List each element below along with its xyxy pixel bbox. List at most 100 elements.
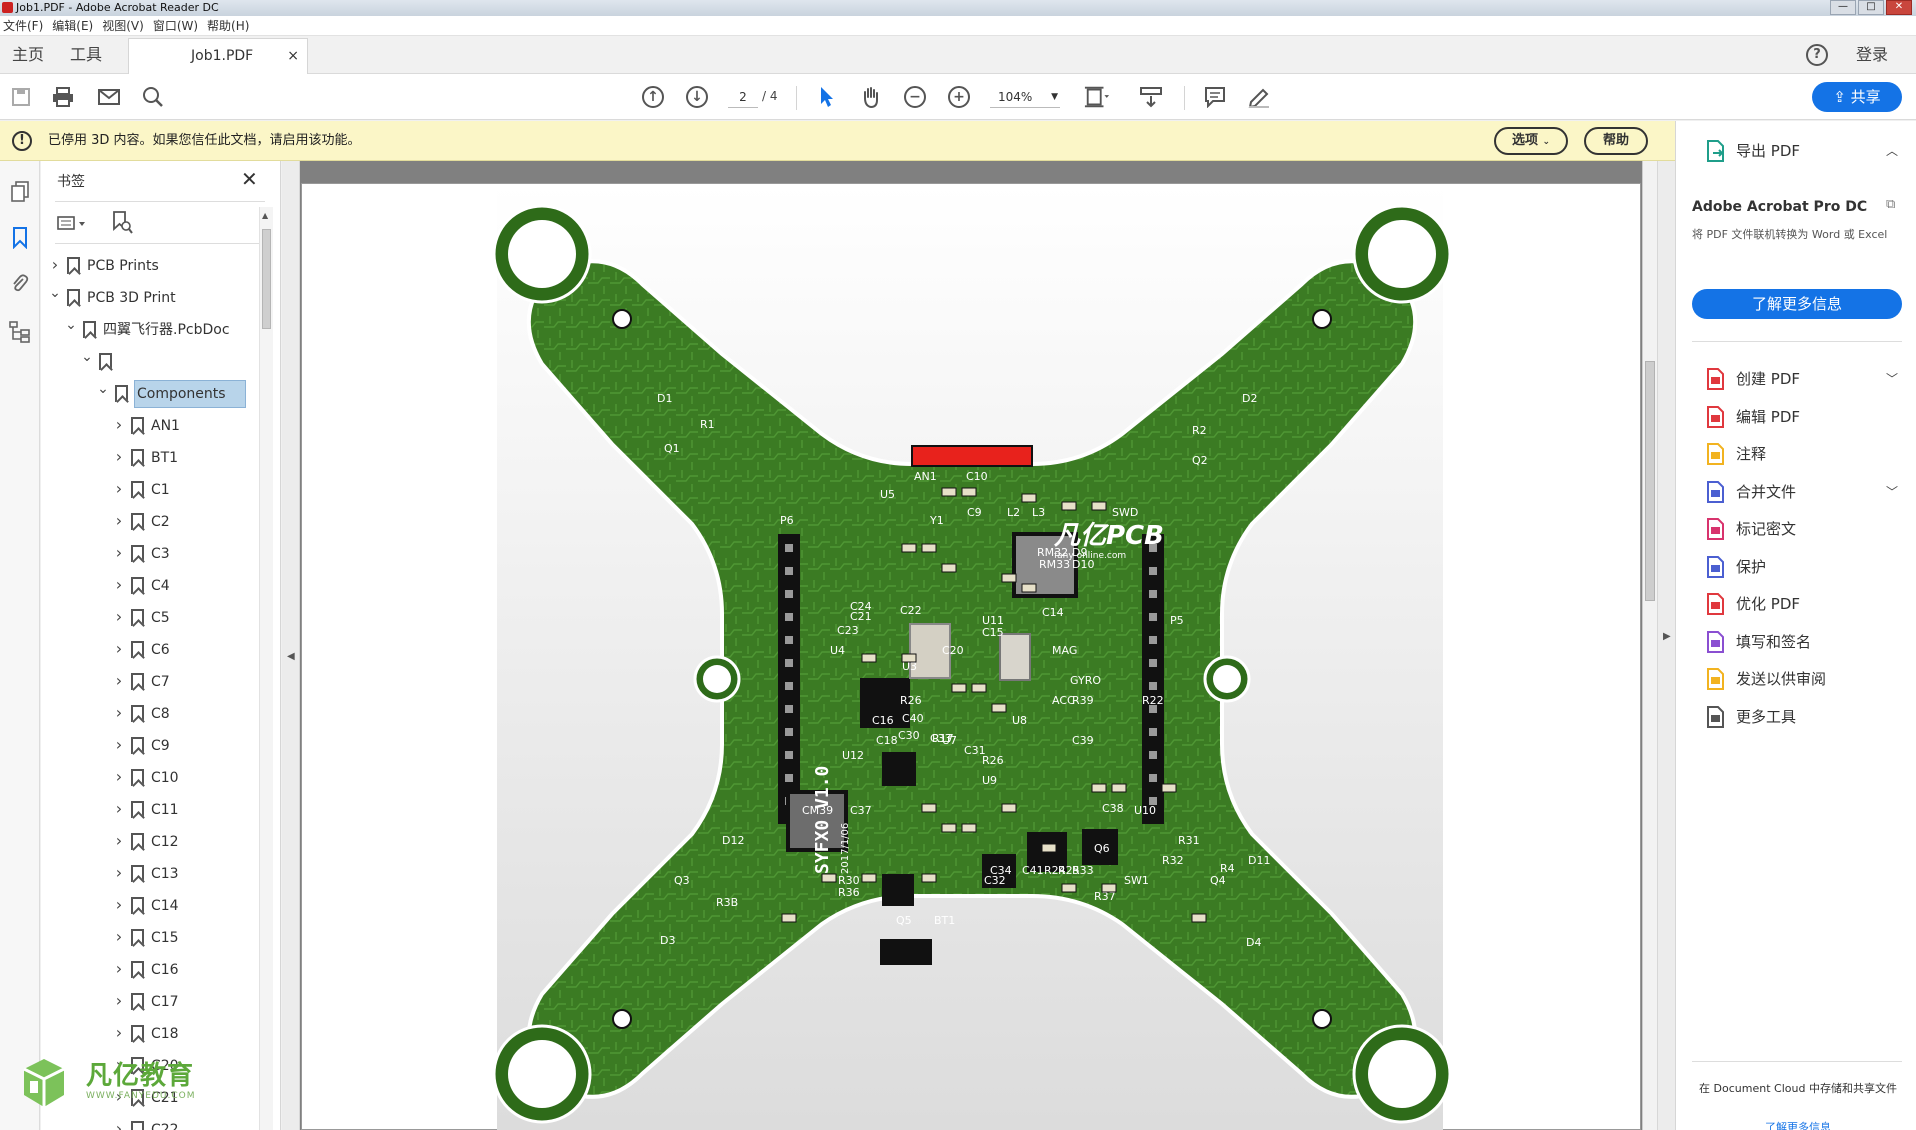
- share-button[interactable]: ⇪ 共享: [1812, 82, 1902, 112]
- chevron-right-icon[interactable]: ›: [115, 543, 123, 562]
- menu-help[interactable]: 帮助(H): [207, 19, 250, 33]
- bookmark-row[interactable]: ›BT1: [41, 442, 259, 474]
- page-thumbnails-icon[interactable]: [7, 181, 33, 207]
- chevron-right-icon[interactable]: ›: [115, 1023, 123, 1042]
- bookmark-row[interactable]: ›C20: [41, 1050, 259, 1082]
- bookmark-row[interactable]: ›C8: [41, 698, 259, 730]
- chevron-right-icon[interactable]: ›: [115, 767, 123, 786]
- chevron-down-icon[interactable]: ⌄: [65, 317, 77, 333]
- chevron-down-icon[interactable]: ﹀: [1886, 372, 1899, 386]
- bookmark-row[interactable]: ›C1: [41, 474, 259, 506]
- maximize-button[interactable]: □: [1858, 0, 1884, 15]
- help-icon[interactable]: ?: [1806, 44, 1828, 66]
- tool-optimize-pdf[interactable]: 优化 PDF: [1676, 584, 1916, 624]
- expand-right-icon[interactable]: ▶: [1663, 631, 1671, 642]
- bookmark-row[interactable]: ›C3: [41, 538, 259, 570]
- select-cursor-icon[interactable]: [814, 84, 840, 110]
- tool-more-tools[interactable]: 更多工具: [1676, 697, 1916, 737]
- document-scrollbar[interactable]: [1642, 161, 1657, 1130]
- scrollbar-thumb[interactable]: [1645, 361, 1655, 601]
- right-pane-toggle[interactable]: ▶: [1657, 161, 1675, 1130]
- zoom-level-dropdown[interactable]: 104% ▼: [990, 86, 1060, 108]
- chevron-right-icon[interactable]: ›: [115, 991, 123, 1010]
- chevron-right-icon[interactable]: ›: [115, 927, 123, 946]
- tool-protect[interactable]: 保护: [1676, 547, 1916, 587]
- chevron-right-icon[interactable]: ›: [115, 1087, 123, 1106]
- chevron-right-icon[interactable]: ›: [115, 959, 123, 978]
- hand-tool-icon[interactable]: [858, 84, 884, 110]
- bookmark-row[interactable]: ›C7: [41, 666, 259, 698]
- bookmark-row[interactable]: ›C15: [41, 922, 259, 954]
- menu-view[interactable]: 视图(V): [102, 19, 144, 33]
- bookmark-row[interactable]: ›AN1: [41, 410, 259, 442]
- scroll-mode-icon[interactable]: [1138, 84, 1164, 110]
- export-pdf-tool[interactable]: 导出 PDF ︿: [1676, 131, 1916, 171]
- chevron-right-icon[interactable]: ›: [115, 703, 123, 722]
- bookmark-row[interactable]: ›C4: [41, 570, 259, 602]
- chevron-right-icon[interactable]: ›: [115, 415, 123, 434]
- bookmark-row[interactable]: ›C6: [41, 634, 259, 666]
- fit-page-icon[interactable]: [1084, 84, 1110, 110]
- bookmark-row[interactable]: ›C18: [41, 1018, 259, 1050]
- save-icon[interactable]: [8, 84, 34, 110]
- help-button[interactable]: 帮助: [1584, 127, 1648, 155]
- bookmark-row[interactable]: ›C11: [41, 794, 259, 826]
- chevron-up-icon[interactable]: ︿: [1886, 144, 1899, 158]
- bookmark-row[interactable]: ›C9: [41, 730, 259, 762]
- chevron-right-icon[interactable]: ›: [115, 863, 123, 882]
- document-tab[interactable]: Job1.PDF ×: [128, 38, 308, 74]
- tool-send-review[interactable]: 发送以供审阅: [1676, 659, 1916, 699]
- search-icon[interactable]: [140, 84, 166, 110]
- menu-edit[interactable]: 编辑(E): [52, 19, 94, 33]
- bookmark-row[interactable]: ›PCB Prints: [41, 250, 259, 282]
- bookmark-row[interactable]: ›C21: [41, 1082, 259, 1114]
- layers-tree-icon[interactable]: [7, 321, 33, 347]
- learn-more-button[interactable]: 了解更多信息: [1692, 289, 1902, 319]
- bookmark-row[interactable]: ›C5: [41, 602, 259, 634]
- close-panel-icon[interactable]: ✕: [241, 167, 258, 191]
- zoom-out-icon[interactable]: −: [902, 84, 928, 110]
- chevron-right-icon[interactable]: ›: [115, 479, 123, 498]
- close-window-button[interactable]: ✕: [1886, 0, 1912, 15]
- bookmark-row[interactable]: ›C10: [41, 762, 259, 794]
- chevron-right-icon[interactable]: ›: [115, 607, 123, 626]
- bookmark-row[interactable]: ›C16: [41, 954, 259, 986]
- tool-comment[interactable]: 注释: [1676, 434, 1916, 474]
- page-number-input[interactable]: [728, 86, 758, 108]
- email-icon[interactable]: [96, 84, 122, 110]
- chevron-right-icon[interactable]: ›: [115, 447, 123, 466]
- minimize-button[interactable]: —: [1830, 0, 1856, 15]
- previous-page-icon[interactable]: ↑: [640, 84, 666, 110]
- next-page-icon[interactable]: ↓: [684, 84, 710, 110]
- zoom-in-icon[interactable]: +: [946, 84, 972, 110]
- chevron-right-icon[interactable]: ›: [115, 671, 123, 690]
- chevron-down-icon[interactable]: ﹀: [1886, 484, 1899, 499]
- chevron-right-icon[interactable]: ›: [115, 735, 123, 754]
- menu-window[interactable]: 窗口(W): [152, 19, 199, 33]
- bookmark-row[interactable]: ⌄Components: [41, 378, 259, 410]
- nav-home[interactable]: 主页: [12, 45, 45, 64]
- chevron-right-icon[interactable]: ›: [115, 511, 123, 530]
- chevron-right-icon[interactable]: ›: [115, 575, 123, 594]
- nav-tools[interactable]: 工具: [70, 45, 103, 64]
- chevron-down-icon[interactable]: ⌄: [49, 285, 61, 301]
- chevron-right-icon[interactable]: ›: [115, 831, 123, 850]
- bookmark-row[interactable]: ⌄: [41, 346, 259, 378]
- bookmarks-icon[interactable]: [7, 227, 33, 253]
- bookmark-scrollbar[interactable]: ▲: [259, 207, 273, 1130]
- tool-redact[interactable]: 标记密文: [1676, 509, 1916, 549]
- attachments-icon[interactable]: [7, 273, 33, 299]
- close-tab-icon[interactable]: ×: [287, 48, 299, 64]
- chevron-right-icon[interactable]: ›: [115, 639, 123, 658]
- tool-fill-sign[interactable]: 填写和签名: [1676, 622, 1916, 662]
- tool-edit-pdf[interactable]: 编辑 PDF: [1676, 397, 1916, 437]
- tool-create-pdf[interactable]: 创建 PDF﹀: [1676, 359, 1916, 399]
- chevron-right-icon[interactable]: ›: [51, 255, 59, 274]
- menu-file[interactable]: 文件(F): [3, 19, 44, 33]
- scrollbar-thumb[interactable]: [262, 229, 271, 329]
- login-link[interactable]: 登录: [1856, 45, 1889, 64]
- bookmark-row[interactable]: ⌄四翼飞行器.PcbDoc: [41, 314, 259, 346]
- panel-splitter[interactable]: ◀: [282, 161, 300, 1130]
- scroll-up-icon[interactable]: ▲: [262, 211, 269, 220]
- document-cloud-link[interactable]: 了解更多信息: [1765, 1121, 1831, 1130]
